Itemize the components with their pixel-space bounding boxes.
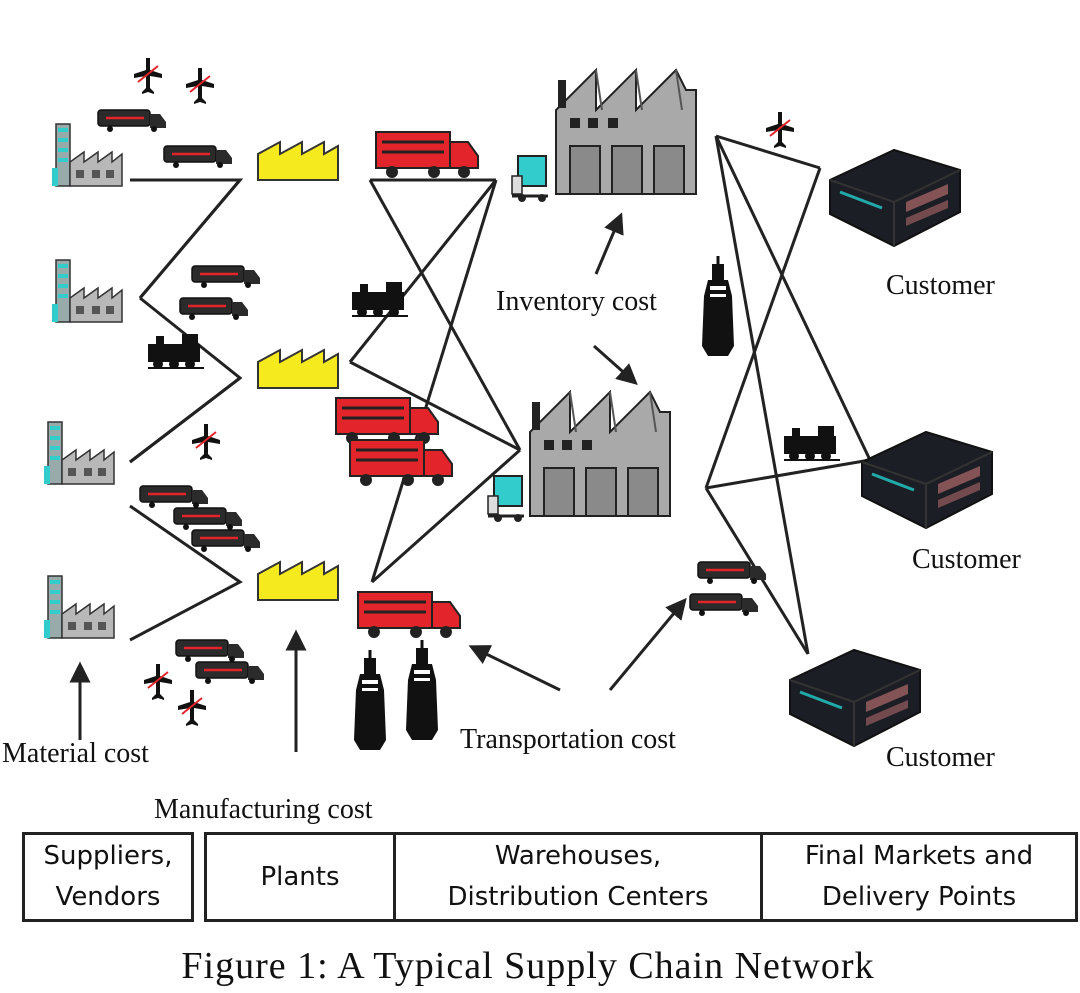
supply-chain-diagram: Inventory cost Material cost Manufacturi… xyxy=(2,57,1022,825)
customer-label: Customer xyxy=(886,742,996,773)
customer-building-icon xyxy=(788,648,922,748)
stage-suppliers: Suppliers, Vendors xyxy=(22,832,194,922)
customer-label: Customer xyxy=(912,544,1022,575)
red-truck-icon xyxy=(334,396,440,446)
forklift-icon xyxy=(510,154,550,204)
stage-warehouses-line1: Warehouses, xyxy=(494,841,662,871)
stage-markets-line1: Final Markets and xyxy=(804,841,1034,871)
stage-warehouses: Warehouses, Distribution Centers xyxy=(393,832,763,922)
supplier-factory-icon xyxy=(43,421,115,485)
train-icon xyxy=(783,425,841,462)
ship-icon xyxy=(700,254,736,358)
stage-warehouses-line2: Distribution Centers xyxy=(447,882,709,912)
red-truck-icon xyxy=(356,590,462,640)
truck-icon xyxy=(172,506,244,532)
airplane-icon xyxy=(765,111,795,149)
stage-divider xyxy=(191,833,207,921)
cost-arrows xyxy=(69,212,687,752)
truck-icon xyxy=(178,296,250,322)
ship-icon xyxy=(404,638,440,742)
supplier-factory-icon xyxy=(51,259,123,323)
truck-icon xyxy=(194,660,266,686)
truck-icon xyxy=(174,638,246,664)
train-icon xyxy=(351,281,409,318)
red-truck-icon xyxy=(348,438,454,488)
material-cost-label: Material cost xyxy=(2,738,149,769)
manufacturing-cost-label: Manufacturing cost xyxy=(154,794,373,825)
warehouse-icon xyxy=(529,391,671,517)
stage-markets: Final Markets and Delivery Points xyxy=(760,832,1078,922)
plant-icon xyxy=(257,141,339,181)
inventory-cost-label: Inventory cost xyxy=(496,286,657,317)
transportation-cost-label: Transportation cost xyxy=(460,724,676,755)
plant-icon xyxy=(257,349,339,389)
supplier-factory-icon xyxy=(43,575,115,639)
stage-suppliers-line2: Vendors xyxy=(55,882,161,912)
ship-icon xyxy=(352,648,388,752)
airplane-icon xyxy=(143,663,173,701)
customer-building-icon xyxy=(828,148,962,248)
truck-icon xyxy=(696,560,768,586)
airplane-icon xyxy=(191,423,221,461)
warehouse-icon xyxy=(555,69,697,195)
figure-caption: Figure 1: A Typical Supply Chain Network xyxy=(181,945,875,987)
truck-icon xyxy=(138,484,210,510)
truck-icon xyxy=(96,108,168,134)
truck-icon xyxy=(190,264,262,290)
customer-label: Customer xyxy=(886,270,996,301)
stage-plants-label: Plants xyxy=(260,861,340,892)
truck-icon xyxy=(190,528,262,554)
truck-icon xyxy=(688,592,760,618)
airplane-icon xyxy=(133,57,163,95)
stage-plants: Plants xyxy=(204,832,396,922)
plant-icon xyxy=(257,561,339,601)
truck-icon xyxy=(162,144,234,170)
train-icon xyxy=(147,333,205,370)
stage-markets-line2: Delivery Points xyxy=(821,882,1017,912)
forklift-icon xyxy=(486,474,526,524)
stage-table: Suppliers, Vendors Plants Warehouses, Di… xyxy=(22,832,1078,922)
airplane-icon xyxy=(177,689,207,727)
customer-building-icon xyxy=(860,430,994,530)
airplane-icon xyxy=(185,67,215,105)
red-truck-icon xyxy=(374,130,480,180)
supplier-factory-icon xyxy=(51,123,123,187)
stage-suppliers-line1: Suppliers, xyxy=(43,841,173,871)
